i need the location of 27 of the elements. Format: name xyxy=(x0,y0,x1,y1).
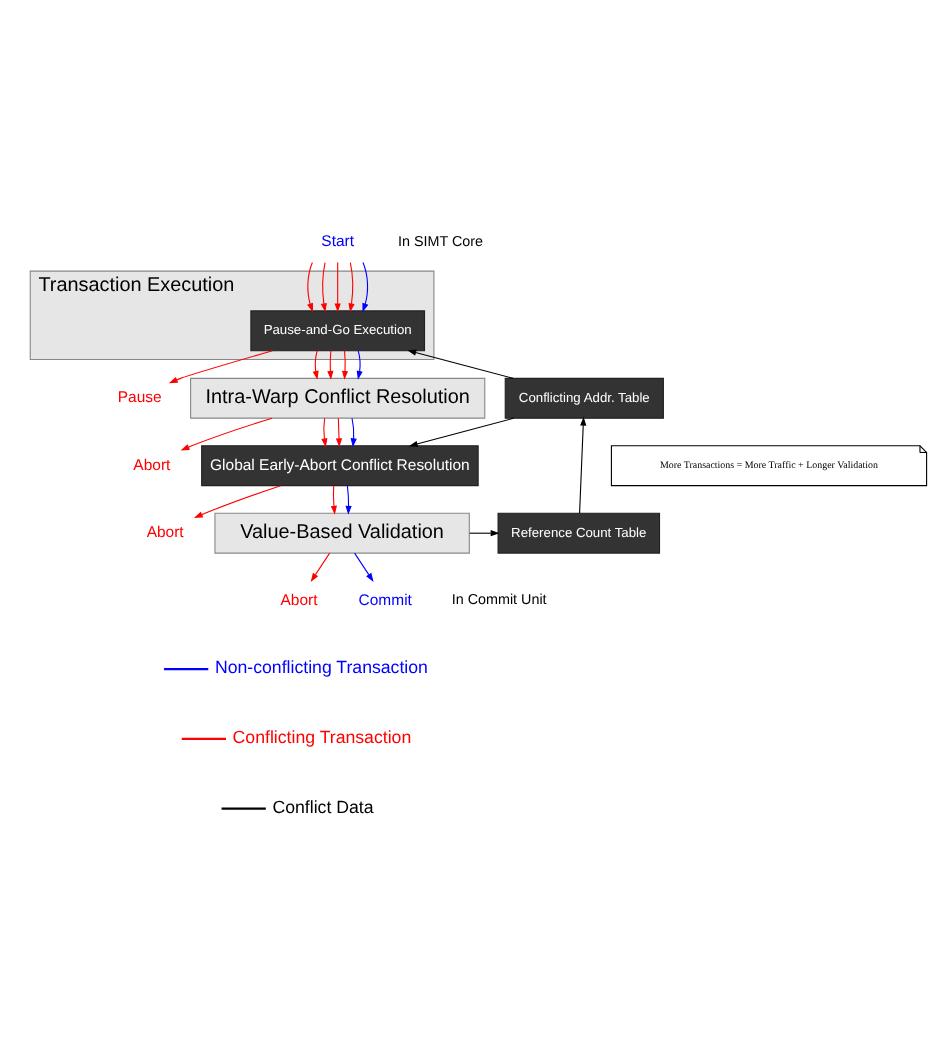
arrow xyxy=(362,262,369,313)
arrow xyxy=(407,349,514,379)
arrow xyxy=(579,416,587,514)
arrow xyxy=(334,262,341,313)
legend-label: Conflict Data xyxy=(272,796,374,817)
arrow xyxy=(469,530,500,537)
node-box: Intra-Warp Conflict Resolution xyxy=(190,377,486,419)
arrow xyxy=(350,417,357,448)
arrow xyxy=(354,552,374,582)
arrow xyxy=(168,350,274,384)
arrow xyxy=(335,417,343,448)
arrow xyxy=(345,485,352,515)
arrow xyxy=(408,417,515,447)
arrow xyxy=(341,350,349,380)
arrow xyxy=(321,417,328,448)
arrow xyxy=(312,350,319,380)
arrow xyxy=(330,485,337,515)
arrow xyxy=(356,350,363,380)
arrow xyxy=(320,262,327,313)
arrow xyxy=(310,552,331,582)
legend-label: Non-conflicting Transaction xyxy=(214,657,428,678)
arrow xyxy=(307,262,313,313)
node-box: Value-Based Validation xyxy=(214,512,470,554)
arrow xyxy=(327,350,334,380)
legend-label: Conflicting Transaction xyxy=(232,727,412,748)
arrow xyxy=(193,485,282,519)
arrow xyxy=(348,262,355,313)
